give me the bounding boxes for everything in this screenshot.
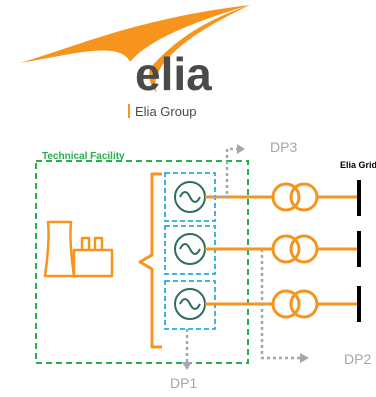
technical-facility-label: Technical Facility: [42, 151, 125, 162]
logo-group-label: Elia Group: [135, 104, 196, 119]
dp2-arrow-line: [260, 249, 300, 360]
generator-icon: [174, 181, 206, 213]
dp2-label: DP2: [344, 351, 371, 367]
dp3-arrow-head: [237, 144, 245, 154]
transformer-icon: [271, 234, 319, 264]
technical-facility-boundary: [35, 160, 249, 364]
generator-icon: [174, 288, 206, 320]
transformer-icon: [271, 182, 319, 212]
dp3-arrow-line: [212, 147, 237, 199]
dp3-label: DP3: [270, 139, 297, 155]
generator-bus-brace: [138, 172, 162, 349]
power-plant-icon: [43, 220, 114, 278]
dp2-arrow-head: [300, 353, 309, 363]
logo-group-bar: [128, 104, 130, 118]
elia-logo: elia Elia Group: [20, 5, 250, 119]
grid-label: Elia Grid: [340, 160, 376, 170]
logo-wordmark: elia: [135, 48, 212, 100]
dp1-arrow-head: [182, 362, 192, 370]
generator-icon: [174, 233, 206, 265]
dp1-label: DP1: [170, 375, 197, 391]
delivery-point-arrows: [185, 147, 300, 362]
transformer-icon: [271, 289, 319, 319]
logo-swoosh: [20, 5, 250, 63]
connection-lines: [205, 195, 357, 306]
arrow-heads: [182, 144, 309, 370]
